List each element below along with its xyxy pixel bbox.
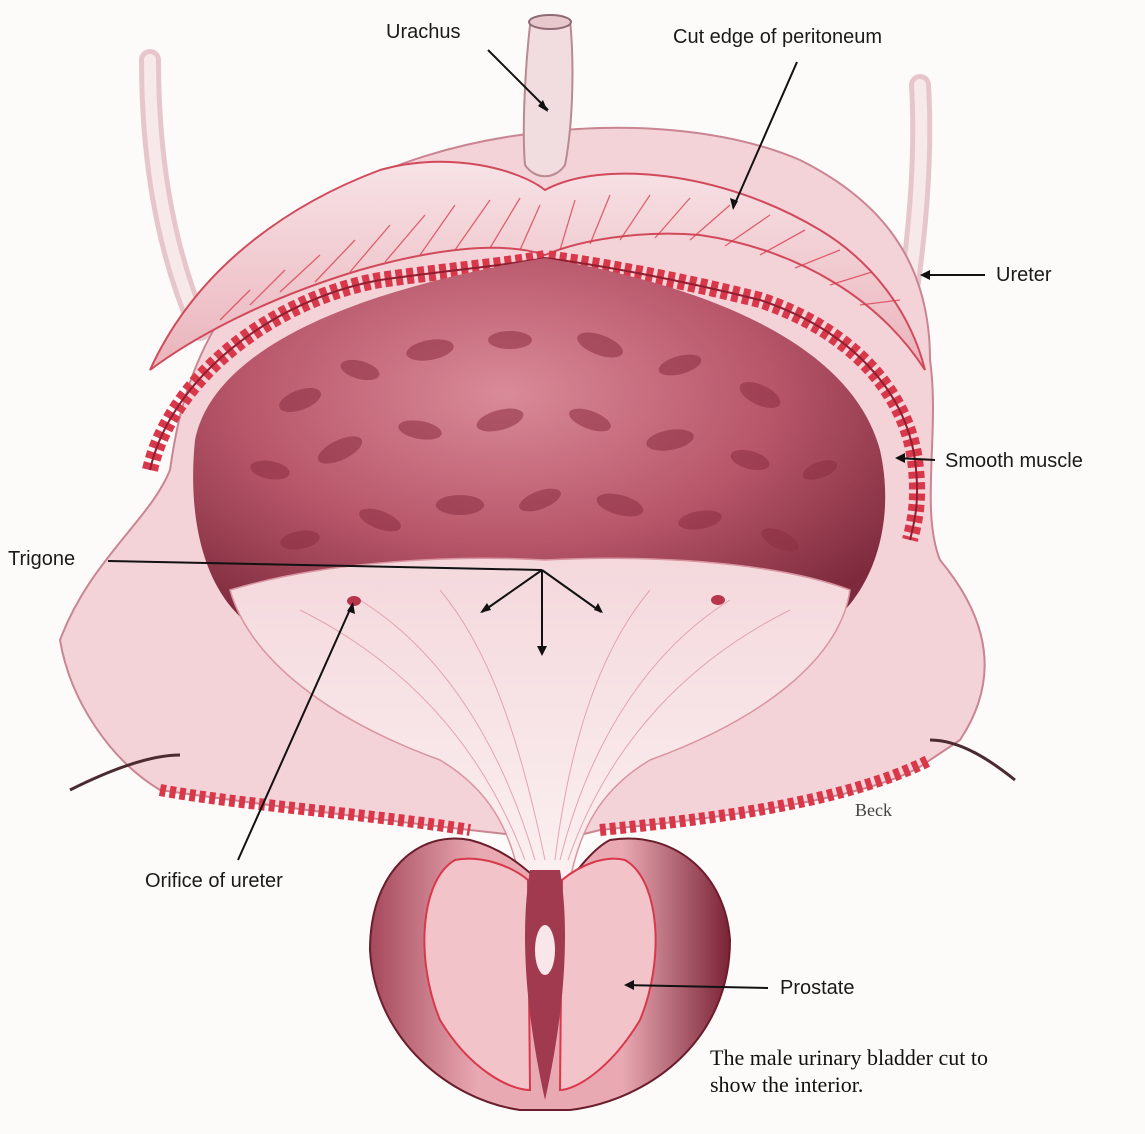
- vessel-left: [69, 753, 181, 792]
- figure-caption: The male urinary bladder cut to show the…: [710, 1044, 988, 1098]
- trigone-striations: [299, 589, 791, 861]
- urethra: [525, 870, 565, 1100]
- urachus-leader: [487, 49, 549, 111]
- caption-line-2: show the interior.: [710, 1072, 864, 1097]
- trigone-leader-left: [481, 569, 543, 613]
- ureter-orifice-right: [711, 595, 725, 605]
- dome-striations: [219, 194, 901, 321]
- rim-edge: [149, 256, 919, 541]
- peritoneum-dome: [149, 160, 926, 371]
- label-trigone: Trigone: [8, 548, 76, 570]
- artist-signature: Beck: [855, 800, 892, 820]
- lower-muscle-rim-right: [599, 754, 933, 836]
- ureter-orifice-left: [347, 596, 361, 606]
- prostate-leader: [625, 984, 769, 989]
- orifice-leader: [237, 604, 353, 861]
- lower-muscle-rim-left: [158, 784, 471, 836]
- leader-lines: [107, 49, 985, 989]
- prostate-cut-right: [558, 857, 657, 1092]
- cut-edge-leader: [732, 61, 798, 209]
- trigone-leader-right: [541, 569, 602, 613]
- prostate-cut-left: [423, 857, 532, 1092]
- bladder-lumen: [193, 258, 886, 646]
- urachus-opening: [528, 14, 572, 30]
- label-prostate: Prostate: [780, 977, 855, 999]
- arrowheads: [347, 100, 930, 990]
- label-ureter: Ureter: [996, 264, 1052, 286]
- urachus-stump: [522, 18, 574, 178]
- label-urachus: Urachus: [386, 21, 461, 43]
- label-smooth-muscle: Smooth muscle: [945, 450, 1083, 472]
- rugae: [250, 331, 838, 552]
- verumontanum: [535, 925, 555, 975]
- label-cut-edge-peritoneum: Cut edge of peritoneum: [673, 26, 883, 48]
- label-orifice-of-ureter: Orifice of ureter: [145, 870, 283, 892]
- ureter-left: [139, 49, 211, 341]
- caption-line-1: The male urinary bladder cut to: [710, 1045, 988, 1070]
- vessel-right: [929, 738, 1016, 782]
- trigone-area: [229, 557, 851, 881]
- trigone-leader-main: [107, 560, 543, 571]
